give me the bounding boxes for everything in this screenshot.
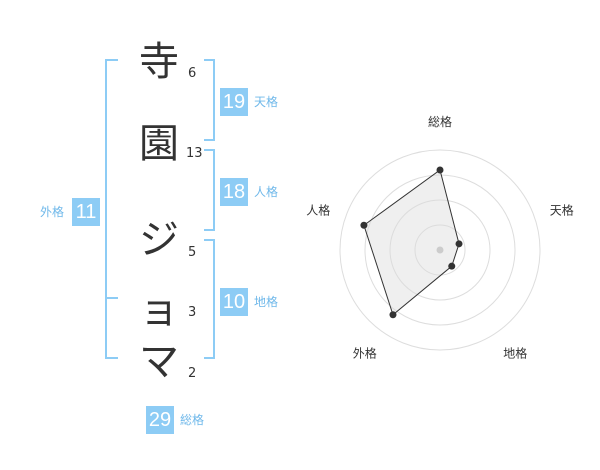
name-char-5: マ — [139, 339, 179, 385]
radar-polygon — [363, 169, 460, 316]
radar-point-2 — [448, 262, 456, 270]
stroke-count-1: 6 — [188, 66, 197, 81]
gaikaku-label: 外格 — [40, 205, 65, 219]
tenkaku-label: 天格 — [254, 95, 279, 109]
tenkaku-value: 19 — [220, 88, 248, 116]
stroke-count-5: 2 — [188, 366, 197, 381]
stroke-count-2: 13 — [186, 146, 203, 161]
jinkaku-label: 人格 — [254, 185, 279, 199]
name-char-3: ジ — [139, 217, 179, 263]
radar-polygon-group — [360, 166, 463, 319]
radar-rings — [339, 149, 541, 351]
radar-axis-label-1: 天格 — [550, 202, 574, 217]
chikaku-bracket — [204, 239, 215, 359]
radar-ring-2 — [389, 199, 491, 301]
radar-point-0 — [436, 166, 444, 174]
gaikaku-bracket — [105, 59, 118, 359]
soukaku-value: 29 — [146, 406, 174, 434]
jinkaku-value: 18 — [220, 178, 248, 206]
stroke-count-3: 5 — [188, 245, 197, 260]
name-char-4: ョ — [139, 287, 179, 333]
radar-point-3 — [389, 311, 397, 319]
radar-center — [436, 246, 444, 254]
chikaku-label: 地格 — [254, 295, 279, 309]
radar-axis-label-2: 地格 — [503, 346, 527, 361]
gaikaku-value: 11 — [72, 198, 100, 226]
radar-axis-label-4: 人格 — [306, 202, 330, 217]
radar-ring-4 — [339, 149, 541, 351]
radar-ring-3 — [364, 174, 516, 326]
name-char-1: 寺 — [139, 39, 179, 85]
name-char-2: 園 — [139, 121, 179, 167]
soukaku-label: 総格 — [180, 413, 205, 427]
chikaku-value: 10 — [220, 288, 248, 316]
radar-ring-1 — [414, 224, 466, 276]
radar-axis-label-0: 総格 — [428, 114, 452, 129]
radar-axis-label-3: 外格 — [353, 346, 377, 361]
radar-point-4 — [360, 221, 368, 229]
jinkaku-bracket — [204, 149, 215, 231]
tenkaku-bracket — [204, 59, 215, 141]
radar-point-1 — [455, 240, 463, 248]
stroke-count-4: 3 — [188, 305, 197, 320]
